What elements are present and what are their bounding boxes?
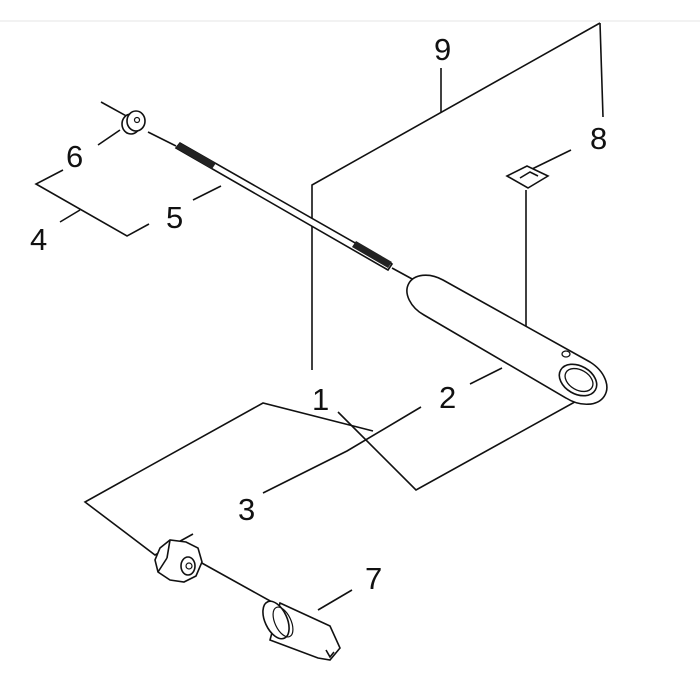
leader-3-upper (262, 406, 422, 494)
tube (406, 274, 608, 406)
leader-8 (529, 149, 572, 171)
callout-4: 4 (30, 222, 47, 257)
tube-end-outer (558, 363, 598, 397)
tube-body (406, 274, 608, 406)
leader-7 (317, 589, 353, 611)
callout-1: 1 (312, 382, 329, 417)
nut-hole (185, 562, 193, 570)
end-cap (262, 600, 341, 661)
nut-edge-2 (157, 557, 168, 573)
clip-tab (519, 171, 539, 179)
axis-line-lower (199, 561, 273, 603)
callout-9: 9 (434, 32, 451, 67)
tube-end-inner (564, 367, 594, 393)
callout-labels: 1 2 3 4 5 6 7 8 9 (30, 32, 607, 596)
bracket-9-right (599, 22, 604, 118)
leader-4 (59, 209, 81, 223)
knurled-nut (154, 539, 203, 583)
washer (121, 110, 146, 135)
clip-plate (505, 165, 550, 189)
callout-5: 5 (166, 200, 183, 235)
cap-rim (272, 606, 294, 638)
rod-tip (147, 131, 177, 147)
callout-8: 8 (590, 121, 607, 156)
rod-thread-right (352, 241, 392, 268)
threaded-rod (147, 131, 394, 272)
bracket-2-frame (337, 387, 601, 491)
rod-thread-left (176, 143, 216, 169)
callout-2: 2 (439, 380, 456, 415)
leader-2 (469, 367, 503, 385)
leader-5 (192, 185, 222, 201)
washer-front (126, 110, 146, 132)
cap-tip (325, 649, 335, 659)
nut-edge-1 (166, 539, 171, 559)
leader-6 (97, 129, 121, 146)
callout-7: 7 (365, 561, 382, 596)
bracket-9-left (311, 22, 601, 370)
leader-lines (34, 22, 604, 611)
bracket-4 (34, 169, 150, 237)
clip (505, 165, 550, 189)
callout-3: 3 (238, 492, 255, 527)
tube-hole (561, 350, 571, 358)
bracket-3 (83, 402, 374, 556)
nut-face (180, 556, 196, 576)
cap-flange (262, 600, 290, 640)
callout-6: 6 (66, 139, 83, 174)
washer-hole (133, 116, 141, 124)
nut-body (154, 539, 203, 583)
